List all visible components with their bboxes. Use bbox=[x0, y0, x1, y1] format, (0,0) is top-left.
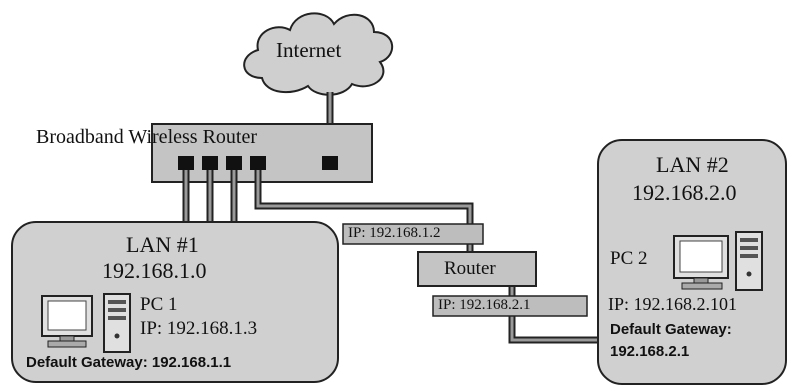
router-wan-port bbox=[322, 156, 338, 170]
pc2-ip: IP: 192.168.2.101 bbox=[608, 294, 738, 314]
pc1-computer-icon bbox=[41, 293, 131, 353]
pc1-ip: IP: 192.168.1.3 bbox=[140, 318, 258, 339]
pc2-computer-icon bbox=[673, 231, 763, 291]
lan2-title: LAN #2 bbox=[656, 152, 729, 177]
pc2-name: PC 2 bbox=[610, 248, 648, 269]
router-lan-port-3 bbox=[226, 156, 242, 170]
lan2-gateway-line2: 192.168.2.1 bbox=[610, 343, 690, 360]
router-box bbox=[417, 251, 537, 287]
lan1-gateway: Default Gateway: 192.168.1.1 bbox=[26, 354, 232, 371]
lan2-gateway-line1: Default Gateway: bbox=[610, 321, 732, 338]
router-lan-port-1 bbox=[178, 156, 194, 170]
router-ip-lan2: IP: 192.168.2.1 bbox=[438, 297, 531, 313]
internet-label: Internet bbox=[276, 38, 342, 62]
lan1-cables bbox=[182, 170, 238, 226]
lan1-title: LAN #1 bbox=[126, 232, 199, 257]
broadband-router-label: Broadband Wireless Router bbox=[36, 126, 257, 148]
internet-cloud bbox=[243, 12, 394, 96]
pc1-name: PC 1 bbox=[140, 294, 178, 315]
lan1-subnet: 192.168.1.0 bbox=[102, 258, 207, 283]
lan2-subnet: 192.168.2.0 bbox=[632, 180, 737, 205]
router-ip-lan1: IP: 192.168.1.2 bbox=[348, 225, 441, 241]
router-lan-port-2 bbox=[202, 156, 218, 170]
router-lan-port-4 bbox=[250, 156, 266, 170]
router-ip-lan1-box bbox=[342, 223, 484, 245]
router-ip-lan2-box bbox=[432, 295, 588, 317]
lan1-panel bbox=[11, 221, 339, 383]
router-label: Router bbox=[444, 258, 496, 279]
